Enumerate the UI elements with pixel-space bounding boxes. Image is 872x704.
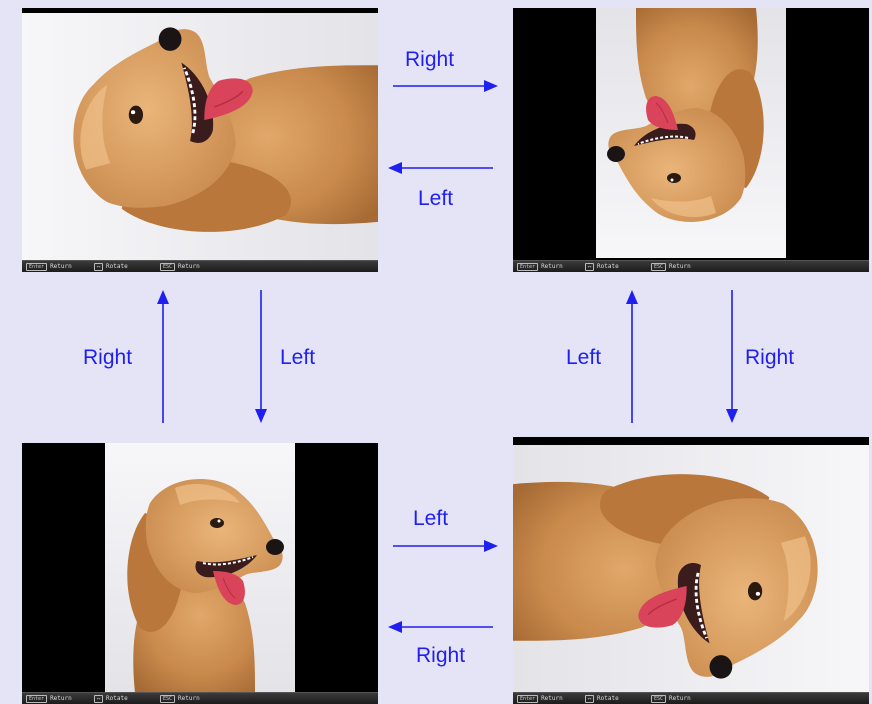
esc-key-icon: ESC [651,263,667,271]
rotate-key-icon: ⟷ [94,263,104,271]
enter-key-icon: Enter [26,263,48,271]
enter-key-icon: Enter [26,695,48,703]
label-bottom-right: Left [413,507,449,530]
label-left-down: Left [280,346,316,369]
label-right-up: Left [566,346,602,369]
label-left-up: Right [83,346,133,369]
esc-key-icon: ESC [160,263,176,271]
enter-key-icon: Enter [517,695,539,703]
label-top-right: Right [405,48,455,71]
esc-key-icon: ESC [651,695,667,703]
label-bottom-left: Right [416,644,466,667]
label-top-left: Left [418,187,454,210]
rotate-key-icon: ⟷ [94,695,104,703]
enter-key-icon: Enter [517,263,539,271]
label-right-down: Right [745,346,795,369]
esc-key-icon: ESC [160,695,176,703]
rotate-key-icon: ⟷ [585,263,595,271]
rotate-key-icon: ⟷ [585,695,595,703]
